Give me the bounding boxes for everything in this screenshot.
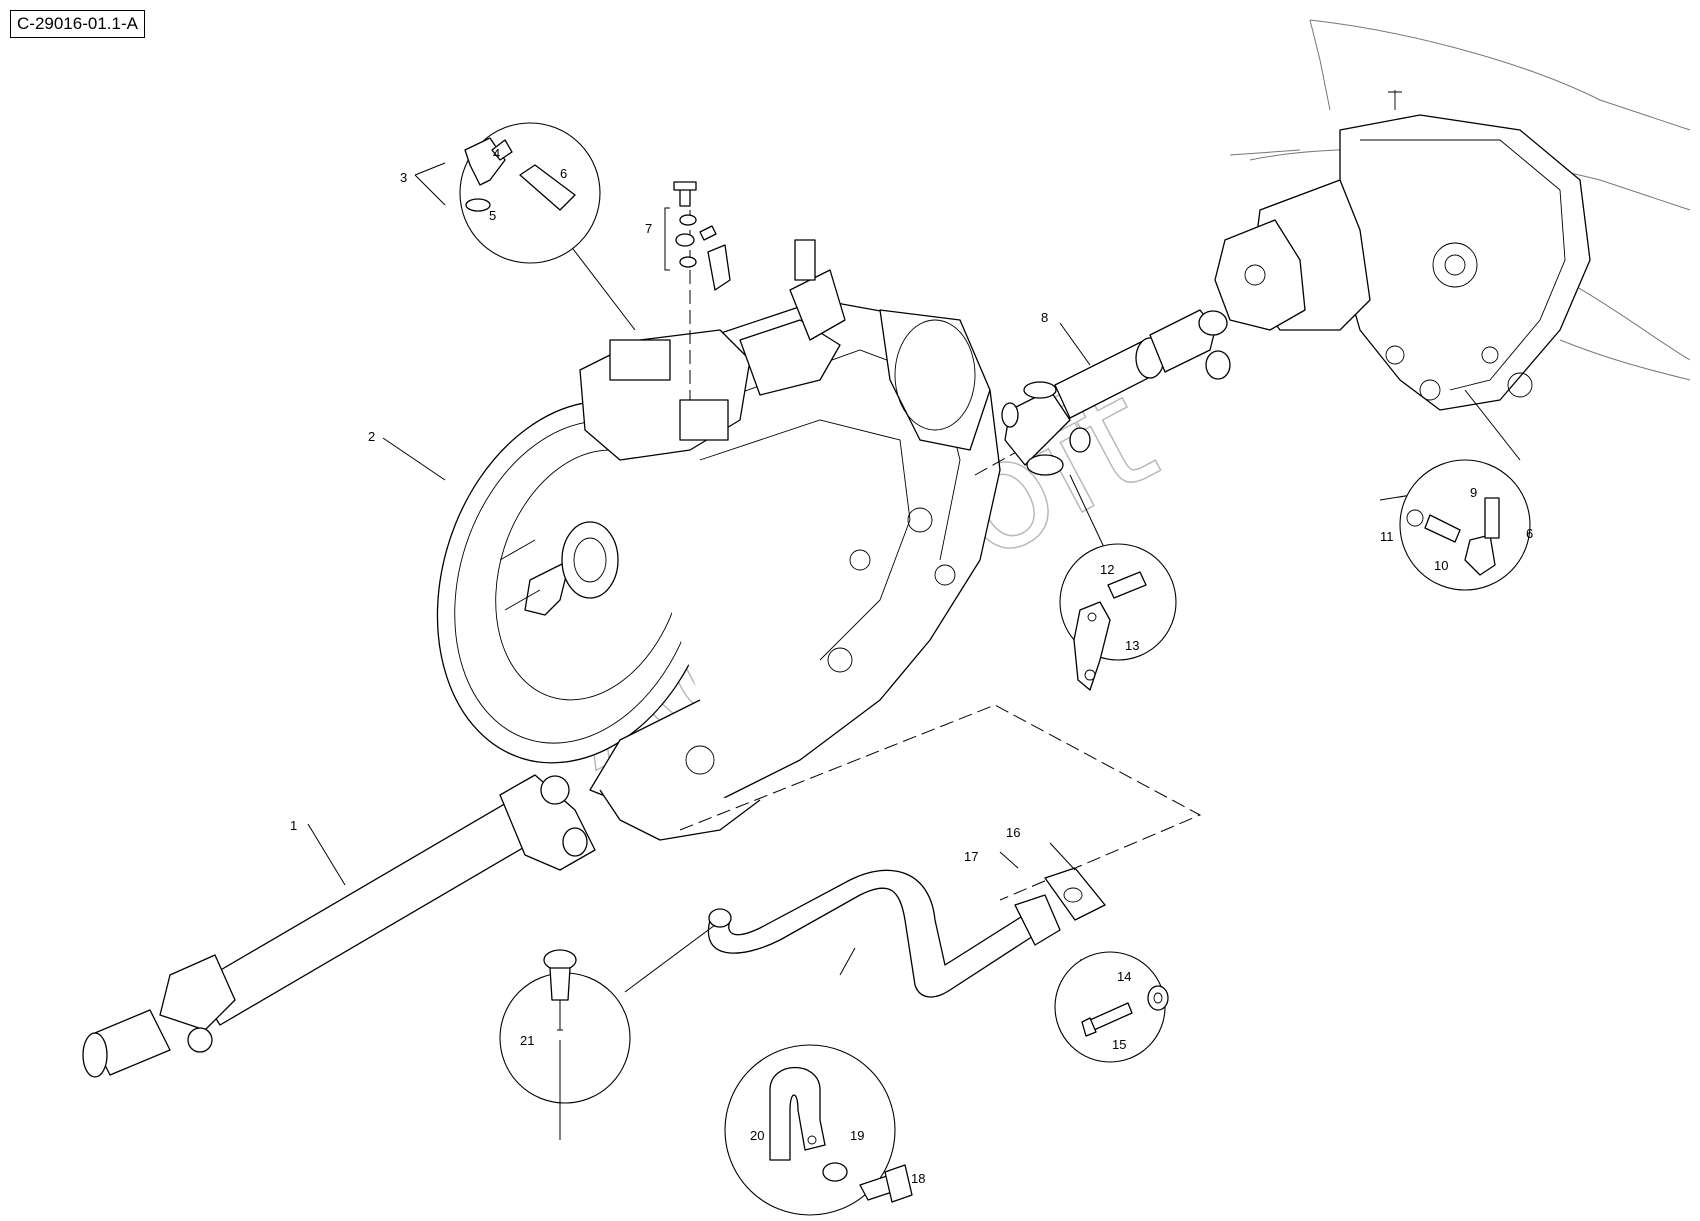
callout-8: 8 — [1041, 310, 1048, 325]
oil-pipe — [707, 867, 1106, 998]
callout-16: 16 — [1006, 825, 1020, 840]
callout-9: 9 — [1470, 485, 1477, 500]
callout-numbers: 1 2 3 4 5 6 7 8 9 10 11 12 13 14 15 16 1… — [290, 146, 1533, 1186]
transmission-assembly — [436, 239, 1001, 841]
detail-fittings-3-6 — [459, 122, 601, 264]
callout-1: 1 — [290, 818, 297, 833]
callout-12: 12 — [1100, 562, 1114, 577]
detail-sensor-7 — [673, 181, 731, 291]
ref-line-flange — [679, 704, 1202, 901]
callout-18: 18 — [911, 1171, 925, 1186]
detail-bolt-14-15 — [1054, 951, 1169, 1063]
leader-lines — [307, 162, 1521, 993]
short-driveshaft — [1001, 309, 1231, 476]
diagram-reference-label: C-29016-01.1-A — [10, 10, 145, 38]
callout-5: 5 — [489, 208, 496, 223]
callout-6: 6 — [560, 166, 567, 181]
callout-20: 20 — [750, 1128, 764, 1143]
detail-dipstick-21 — [499, 949, 631, 1140]
callout-19: 19 — [850, 1128, 864, 1143]
callout-21: 21 — [520, 1033, 534, 1048]
callout-13: 13 — [1125, 638, 1139, 653]
callout-2: 2 — [368, 429, 375, 444]
detail-fittings-9-11 — [1399, 459, 1531, 591]
callout-10: 10 — [1434, 558, 1448, 573]
rear-axle-housing — [1214, 19, 1691, 411]
propeller-shaft — [82, 774, 596, 1078]
callout-14: 14 — [1117, 969, 1131, 984]
callout-3: 3 — [400, 170, 407, 185]
callout-4: 4 — [493, 146, 500, 161]
callout-17: 17 — [964, 849, 978, 864]
callout-7: 7 — [645, 221, 652, 236]
detail-clamp-18-20 — [724, 1044, 913, 1216]
callout-15: 15 — [1112, 1037, 1126, 1052]
callout-11: 11 — [1380, 529, 1394, 544]
callout-6-right: 6 — [1526, 526, 1533, 541]
detail-bracket-12-13 — [1059, 543, 1177, 691]
